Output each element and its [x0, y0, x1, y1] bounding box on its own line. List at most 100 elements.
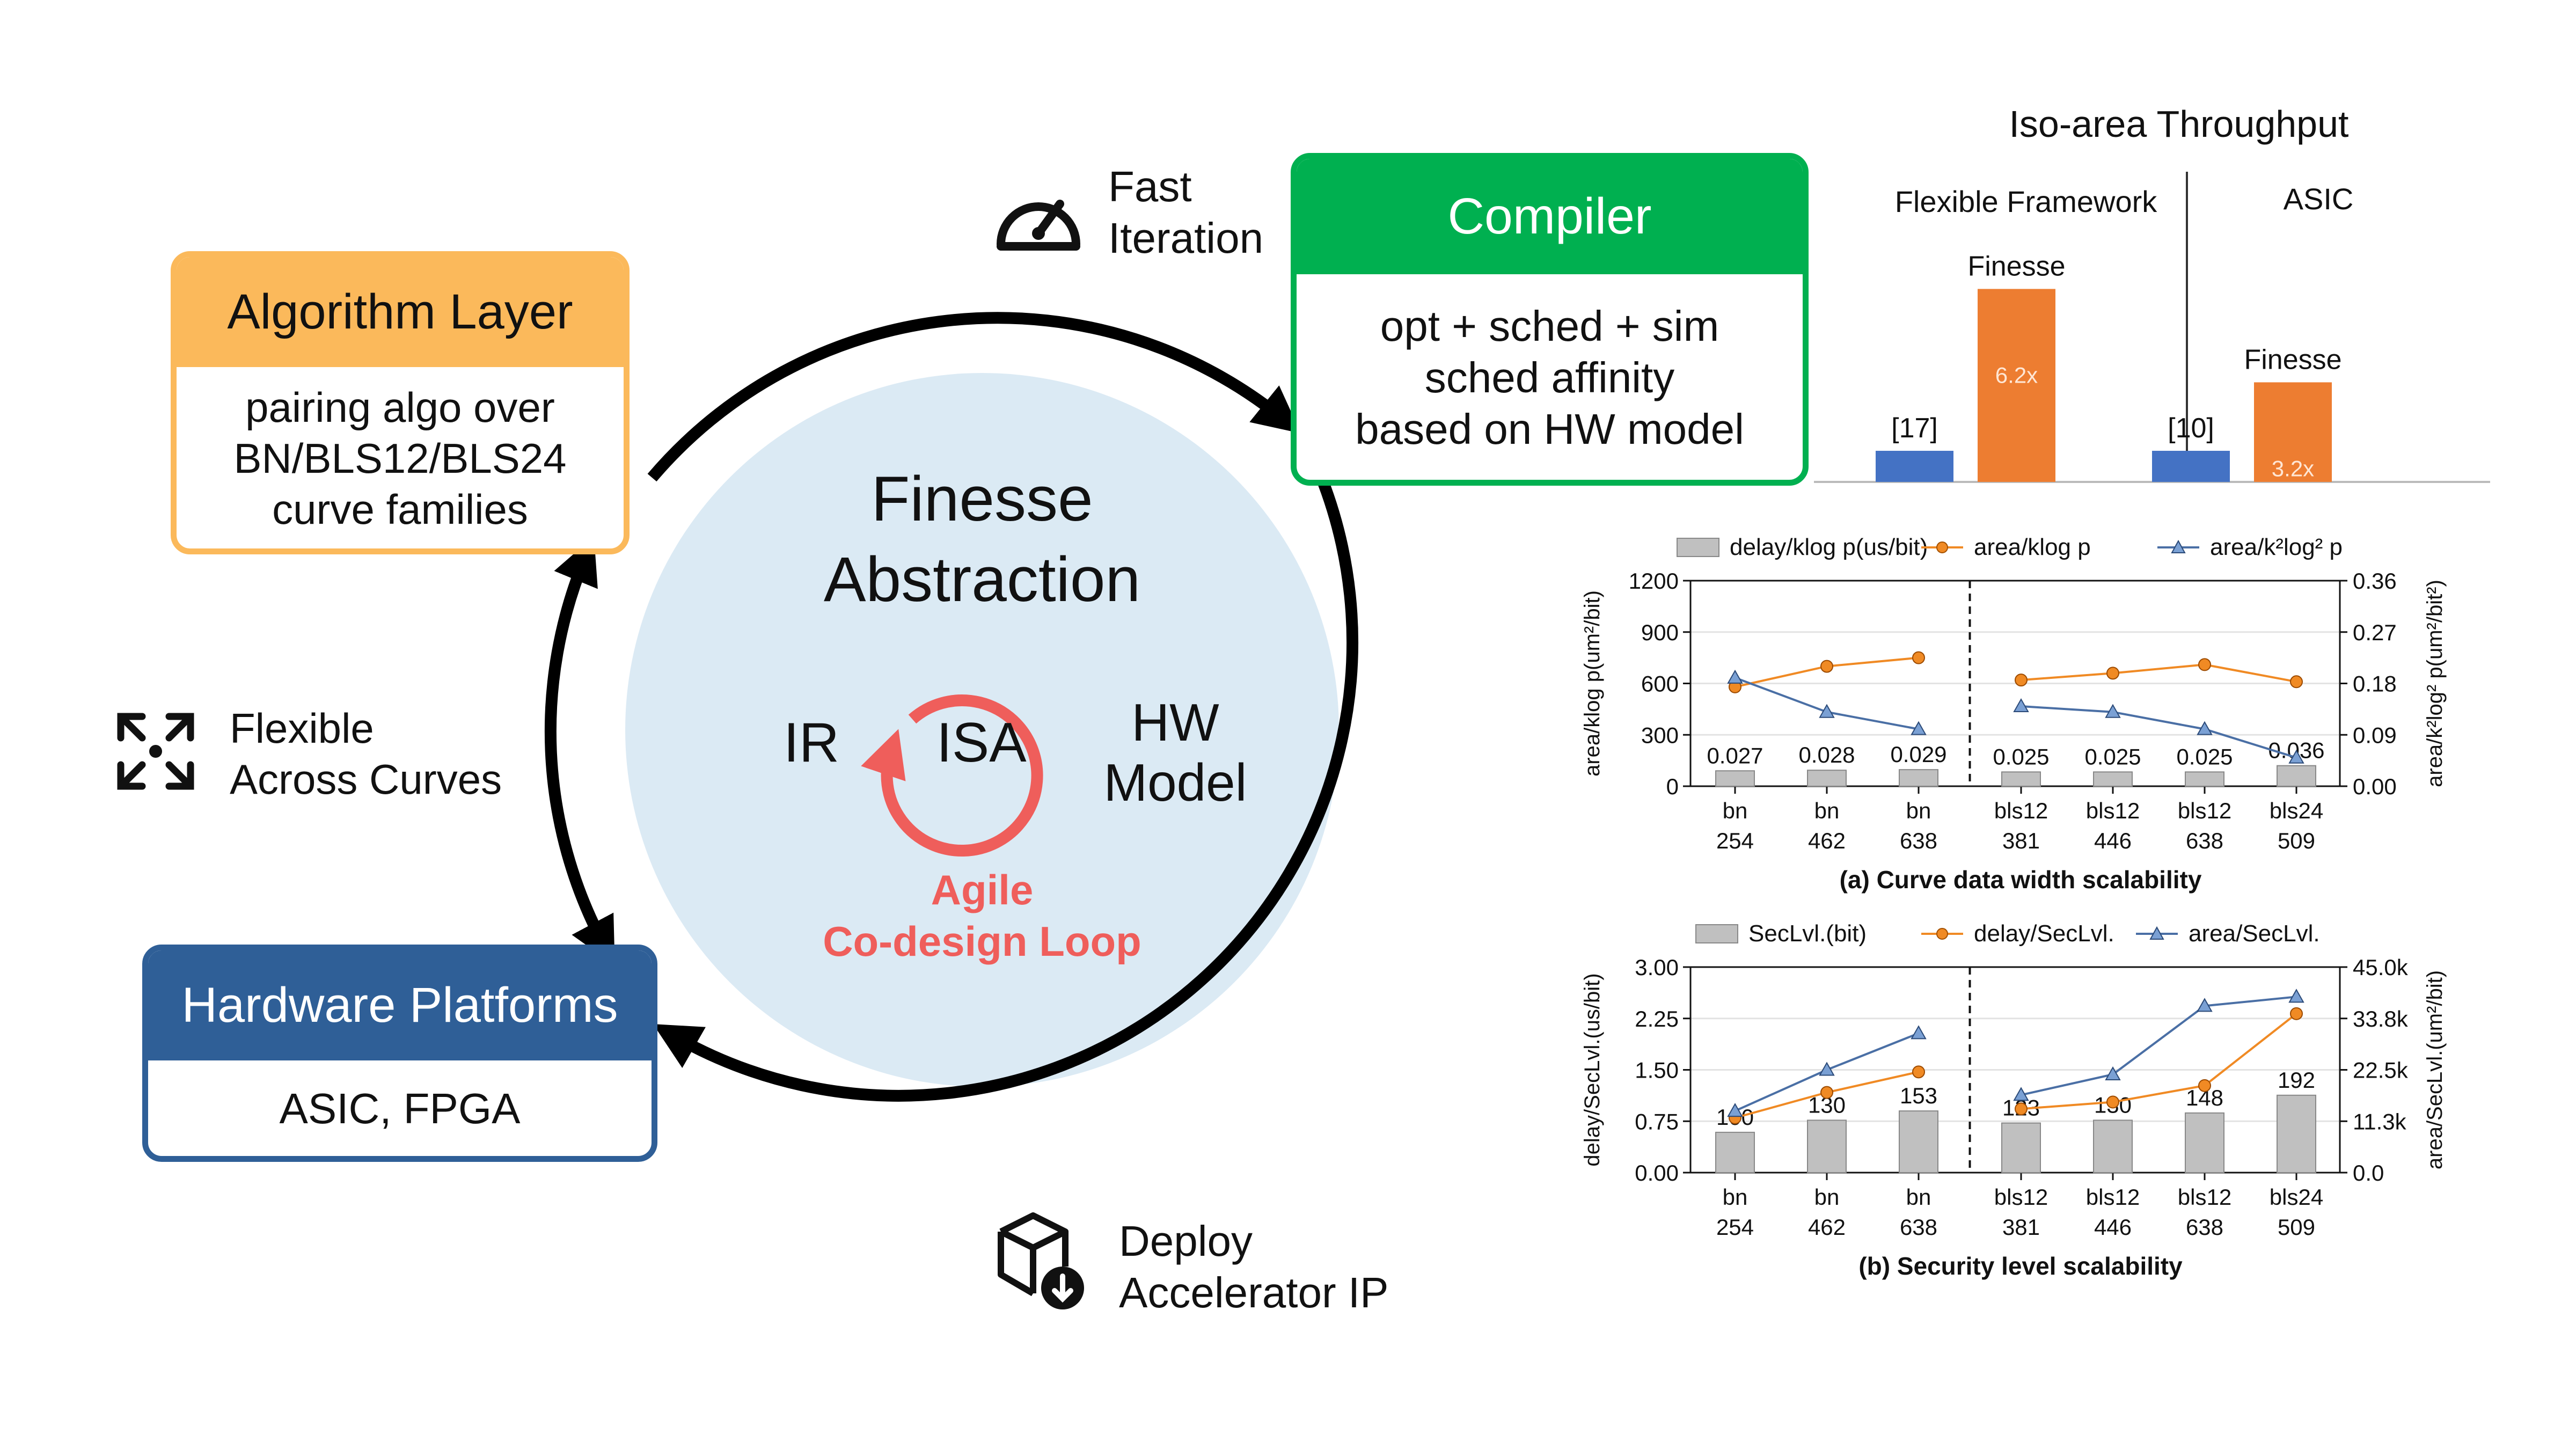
y-tick-left: 1.50: [1635, 1058, 1679, 1083]
compiler-line: opt + sched + sim: [1380, 302, 1719, 350]
legend-label: area/k²log² p: [2210, 534, 2343, 560]
legend-label: area/SecLvl.: [2189, 920, 2320, 947]
flexible-line1: Flexible: [230, 705, 374, 752]
loop-diagram: [544, 312, 1358, 1102]
algorithm-line: pairing algo over: [245, 383, 555, 431]
algorithm-layer-box: Algorithm Layer pairing algo over BN/BLS…: [171, 251, 630, 554]
compiler-header: Compiler: [1297, 159, 1803, 274]
hw-model-line2: Model: [1103, 753, 1247, 812]
algorithm-line: BN/BLS12/BLS24: [233, 434, 567, 482]
line-point: [1819, 704, 1835, 718]
line-point: [1911, 721, 1927, 735]
agile-line2: Co-design Loop: [823, 918, 1141, 965]
bar: [2277, 1094, 2316, 1173]
legend-label: delay/SecLvl.: [1974, 920, 2114, 947]
bar-value-label: 0.025: [2176, 744, 2233, 769]
x-tick-label: 381: [2002, 828, 2040, 853]
line-point: [1819, 1062, 1835, 1076]
bar-value-label: 0.025: [1993, 744, 2049, 769]
loop-arc-left: [544, 536, 615, 965]
bar: [2093, 1119, 2133, 1174]
bar: [2001, 771, 2041, 787]
hardware-title: Hardware Platforms: [181, 978, 618, 1033]
hardware-line: ASIC, FPGA: [279, 1085, 521, 1132]
throughput-bar: [2152, 451, 2230, 482]
x-tick-label: 462: [1808, 1214, 1846, 1240]
fast-line1: Fast: [1108, 163, 1192, 210]
y-tick-right: 0.00: [2353, 774, 2397, 799]
deploy-label: Deploy Accelerator IP: [1119, 1216, 1388, 1319]
legend-label: delay/klog p(us/bit): [1730, 534, 1928, 560]
ir-label: IR: [784, 712, 839, 774]
bar-value-label: 0.028: [1798, 742, 1855, 767]
bar-label: [17]: [1891, 413, 1938, 444]
line-point: [2197, 721, 2213, 735]
x-tick-label: bls12: [2086, 1184, 2140, 1210]
x-tick-label: 638: [2186, 828, 2223, 853]
x-tick-label: bls12: [1994, 798, 2048, 823]
line-point: [1912, 651, 1925, 664]
compiler-line: based on HW model: [1355, 405, 1744, 453]
bar: [2185, 1112, 2224, 1173]
security-level-chart: SecLvl.(bit) delay/SecLvl. area/SecLvl. 0.0…: [1580, 920, 2447, 1280]
hw-model-line1: HW: [1131, 693, 1219, 752]
algorithm-line: curve families: [272, 485, 528, 533]
line-point: [2198, 1079, 2211, 1092]
x-tick-label: bn: [1723, 798, 1748, 823]
line-point: [1911, 1025, 1927, 1040]
line-point: [2015, 1102, 2028, 1116]
y-tick-left: 900: [1641, 620, 1679, 645]
legend-marker: [2171, 539, 2186, 553]
line-point: [2288, 749, 2304, 764]
line-point: [2015, 674, 2028, 687]
agile-loop-label: Agile Co-design Loop: [767, 864, 1197, 967]
x-tick-label: bn: [1814, 1184, 1840, 1210]
bar: [2185, 771, 2224, 787]
line-point: [2105, 1066, 2121, 1081]
deploy-line2: Accelerator IP: [1119, 1269, 1389, 1316]
x-tick-label: 509: [2278, 828, 2315, 853]
line-point: [1727, 669, 1743, 684]
algorithm-layer-body: pairing algo over BN/BLS12/BLS24 curve f…: [177, 367, 624, 548]
line-point: [2105, 704, 2121, 718]
y-axis-label-left: area/klog p(um²/bit): [1580, 590, 1604, 777]
bar: [1715, 1131, 1755, 1173]
algorithm-layer-title: Algorithm Layer: [227, 284, 573, 339]
bar-value-label: 0.027: [1707, 743, 1763, 768]
line-point: [2106, 667, 2119, 680]
fast-line2: Iteration: [1108, 214, 1264, 262]
y-tick-right: 22.5k: [2353, 1058, 2409, 1083]
y-tick-right: 0.09: [2353, 722, 2397, 748]
legend-label: SecLvl.(bit): [1748, 920, 1867, 947]
x-tick-label: 638: [1900, 828, 1937, 853]
compiler-line: sched affinity: [1424, 353, 1675, 401]
y-tick-right: 0.27: [2353, 620, 2397, 645]
loop-arc-top: [647, 312, 1301, 482]
bar: [2093, 771, 2133, 787]
line-point: [1912, 1065, 1925, 1079]
agile-line1: Agile: [931, 866, 1034, 913]
y-axis-label-left: delay/SecLvl.(us/bit): [1580, 973, 1604, 1166]
x-tick-label: 509: [2278, 1214, 2315, 1240]
y-tick-left: 0.75: [1635, 1109, 1679, 1134]
group-label: Flexible Framework: [1895, 185, 2158, 218]
bar: [1899, 1110, 1938, 1174]
legend-marker: [1936, 928, 1948, 940]
bar: [2277, 765, 2316, 787]
x-tick-label: 446: [2094, 828, 2132, 853]
line-point: [2288, 989, 2304, 1003]
hardware-platforms-box: Hardware Platforms ASIC, FPGA: [142, 945, 657, 1162]
line-point: [1820, 660, 1833, 673]
y-tick-right: 0.0: [2353, 1160, 2384, 1185]
x-tick-label: bls12: [2178, 1184, 2231, 1210]
bar-value-label: 0.029: [1890, 742, 1946, 767]
line-point: [1820, 1086, 1833, 1099]
x-tick-label: 638: [2186, 1214, 2223, 1240]
line-point: [2290, 1007, 2303, 1020]
throughput-bar: [1876, 451, 1953, 482]
isa-label: ISA: [936, 712, 1027, 774]
flexible-line2: Across Curves: [230, 756, 502, 803]
x-tick-label: 638: [1900, 1214, 1937, 1240]
abstraction-title-line2: Abstraction: [823, 544, 1141, 615]
x-tick-label: bn: [1906, 798, 1931, 823]
